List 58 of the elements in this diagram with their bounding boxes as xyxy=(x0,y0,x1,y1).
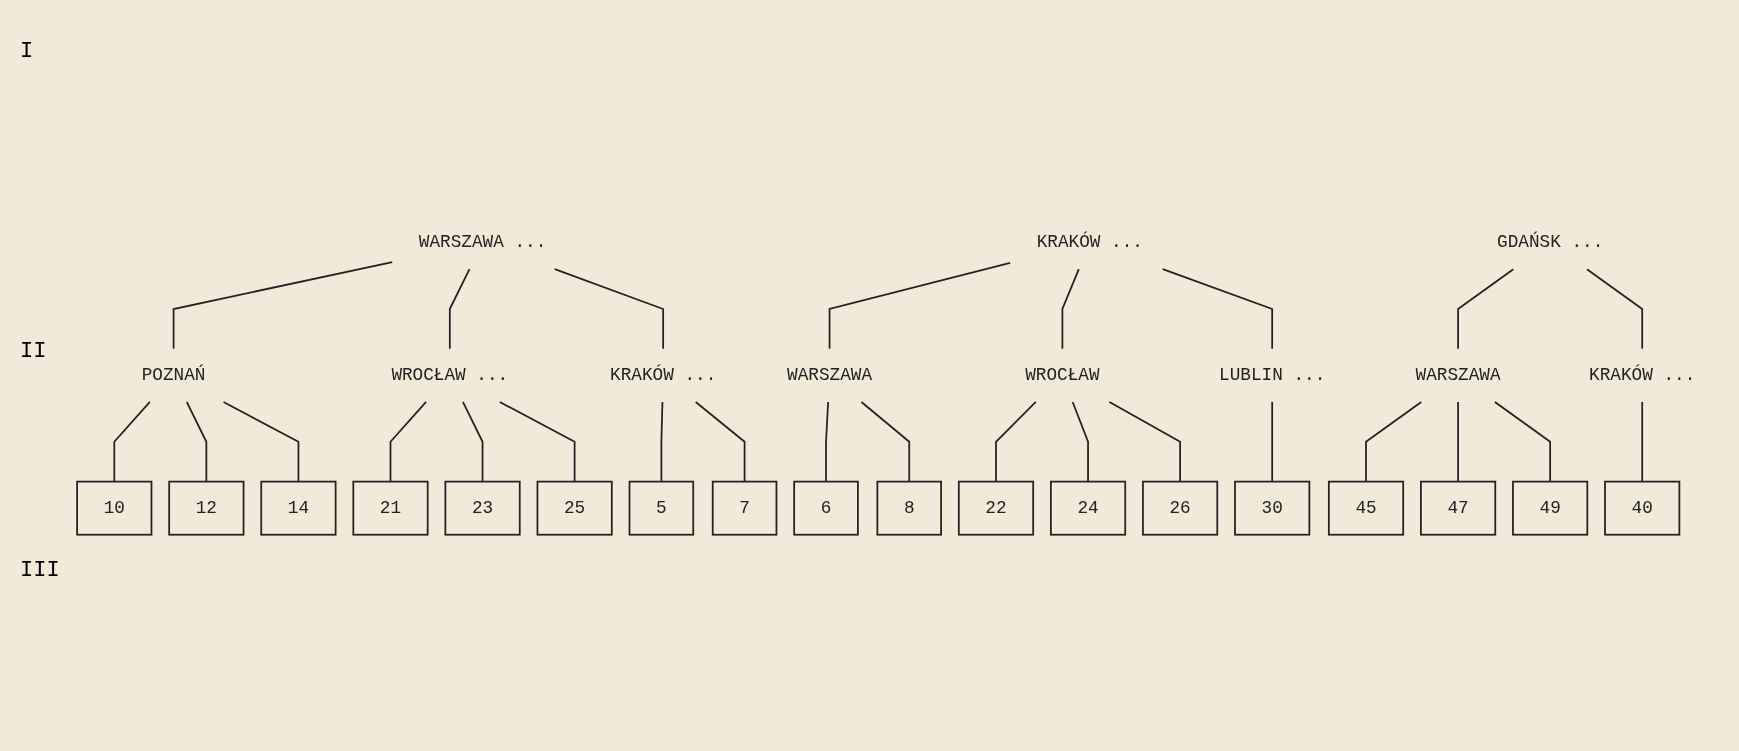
node-box: 26 xyxy=(1142,480,1219,536)
connector xyxy=(553,268,665,350)
node-box: 7 xyxy=(711,480,778,536)
connector xyxy=(1457,401,1459,483)
connector xyxy=(113,401,151,483)
connector xyxy=(1061,268,1080,350)
node-box: 6 xyxy=(793,480,859,536)
connector xyxy=(462,401,484,483)
node-box: 30 xyxy=(1234,480,1311,536)
node-box: 10 xyxy=(76,480,153,536)
connector xyxy=(860,401,911,483)
node-text: KRAKÓW ... xyxy=(1589,364,1696,386)
node-box: 24 xyxy=(1050,480,1127,536)
node-text: WROCŁAW xyxy=(1025,364,1100,386)
connector xyxy=(222,401,300,483)
connector xyxy=(448,268,471,350)
connector xyxy=(825,401,830,483)
node-box: 21 xyxy=(352,480,429,536)
node-text: POZNAŃ xyxy=(141,364,206,386)
node-text: WROCŁAW ... xyxy=(391,364,509,386)
connector xyxy=(1586,268,1644,350)
connector xyxy=(389,401,427,483)
node-text: KRAKÓW ... xyxy=(1036,232,1143,253)
connector xyxy=(1071,401,1089,483)
node-box: 14 xyxy=(260,480,337,536)
level-label: III xyxy=(20,558,60,584)
node-box: 45 xyxy=(1327,480,1405,536)
node-text: KRAKÓW ... xyxy=(610,364,717,386)
node-box: 12 xyxy=(168,480,245,536)
connector xyxy=(172,261,394,350)
level-label: I xyxy=(20,39,34,65)
level-label: II xyxy=(20,338,47,364)
connector xyxy=(498,401,576,483)
connector xyxy=(995,401,1037,483)
node-box: 22 xyxy=(957,480,1035,536)
node-box: 25 xyxy=(536,480,613,536)
node-box: 5 xyxy=(628,480,695,536)
connector xyxy=(1365,401,1423,483)
node-text: LUBLIN ... xyxy=(1219,364,1326,386)
connector xyxy=(1271,401,1274,483)
connector xyxy=(694,401,746,483)
connector xyxy=(1457,268,1515,350)
node-text: WARSZAWA ... xyxy=(418,232,547,253)
node-box: 8 xyxy=(876,480,942,536)
connector xyxy=(1161,268,1274,350)
connector xyxy=(660,401,664,483)
node-text: GDAŃSK ... xyxy=(1497,232,1604,253)
connector xyxy=(185,401,208,483)
connector xyxy=(1108,401,1181,483)
connector xyxy=(828,262,1012,350)
node-box: 49 xyxy=(1512,480,1589,536)
connector xyxy=(1494,401,1552,483)
node-box: 47 xyxy=(1420,480,1497,536)
connector xyxy=(1641,401,1644,483)
node-text: WARSZAWA xyxy=(1415,364,1501,386)
node-box: 40 xyxy=(1604,480,1681,536)
node-text: WARSZAWA xyxy=(787,364,873,386)
node-box: 23 xyxy=(444,480,521,536)
